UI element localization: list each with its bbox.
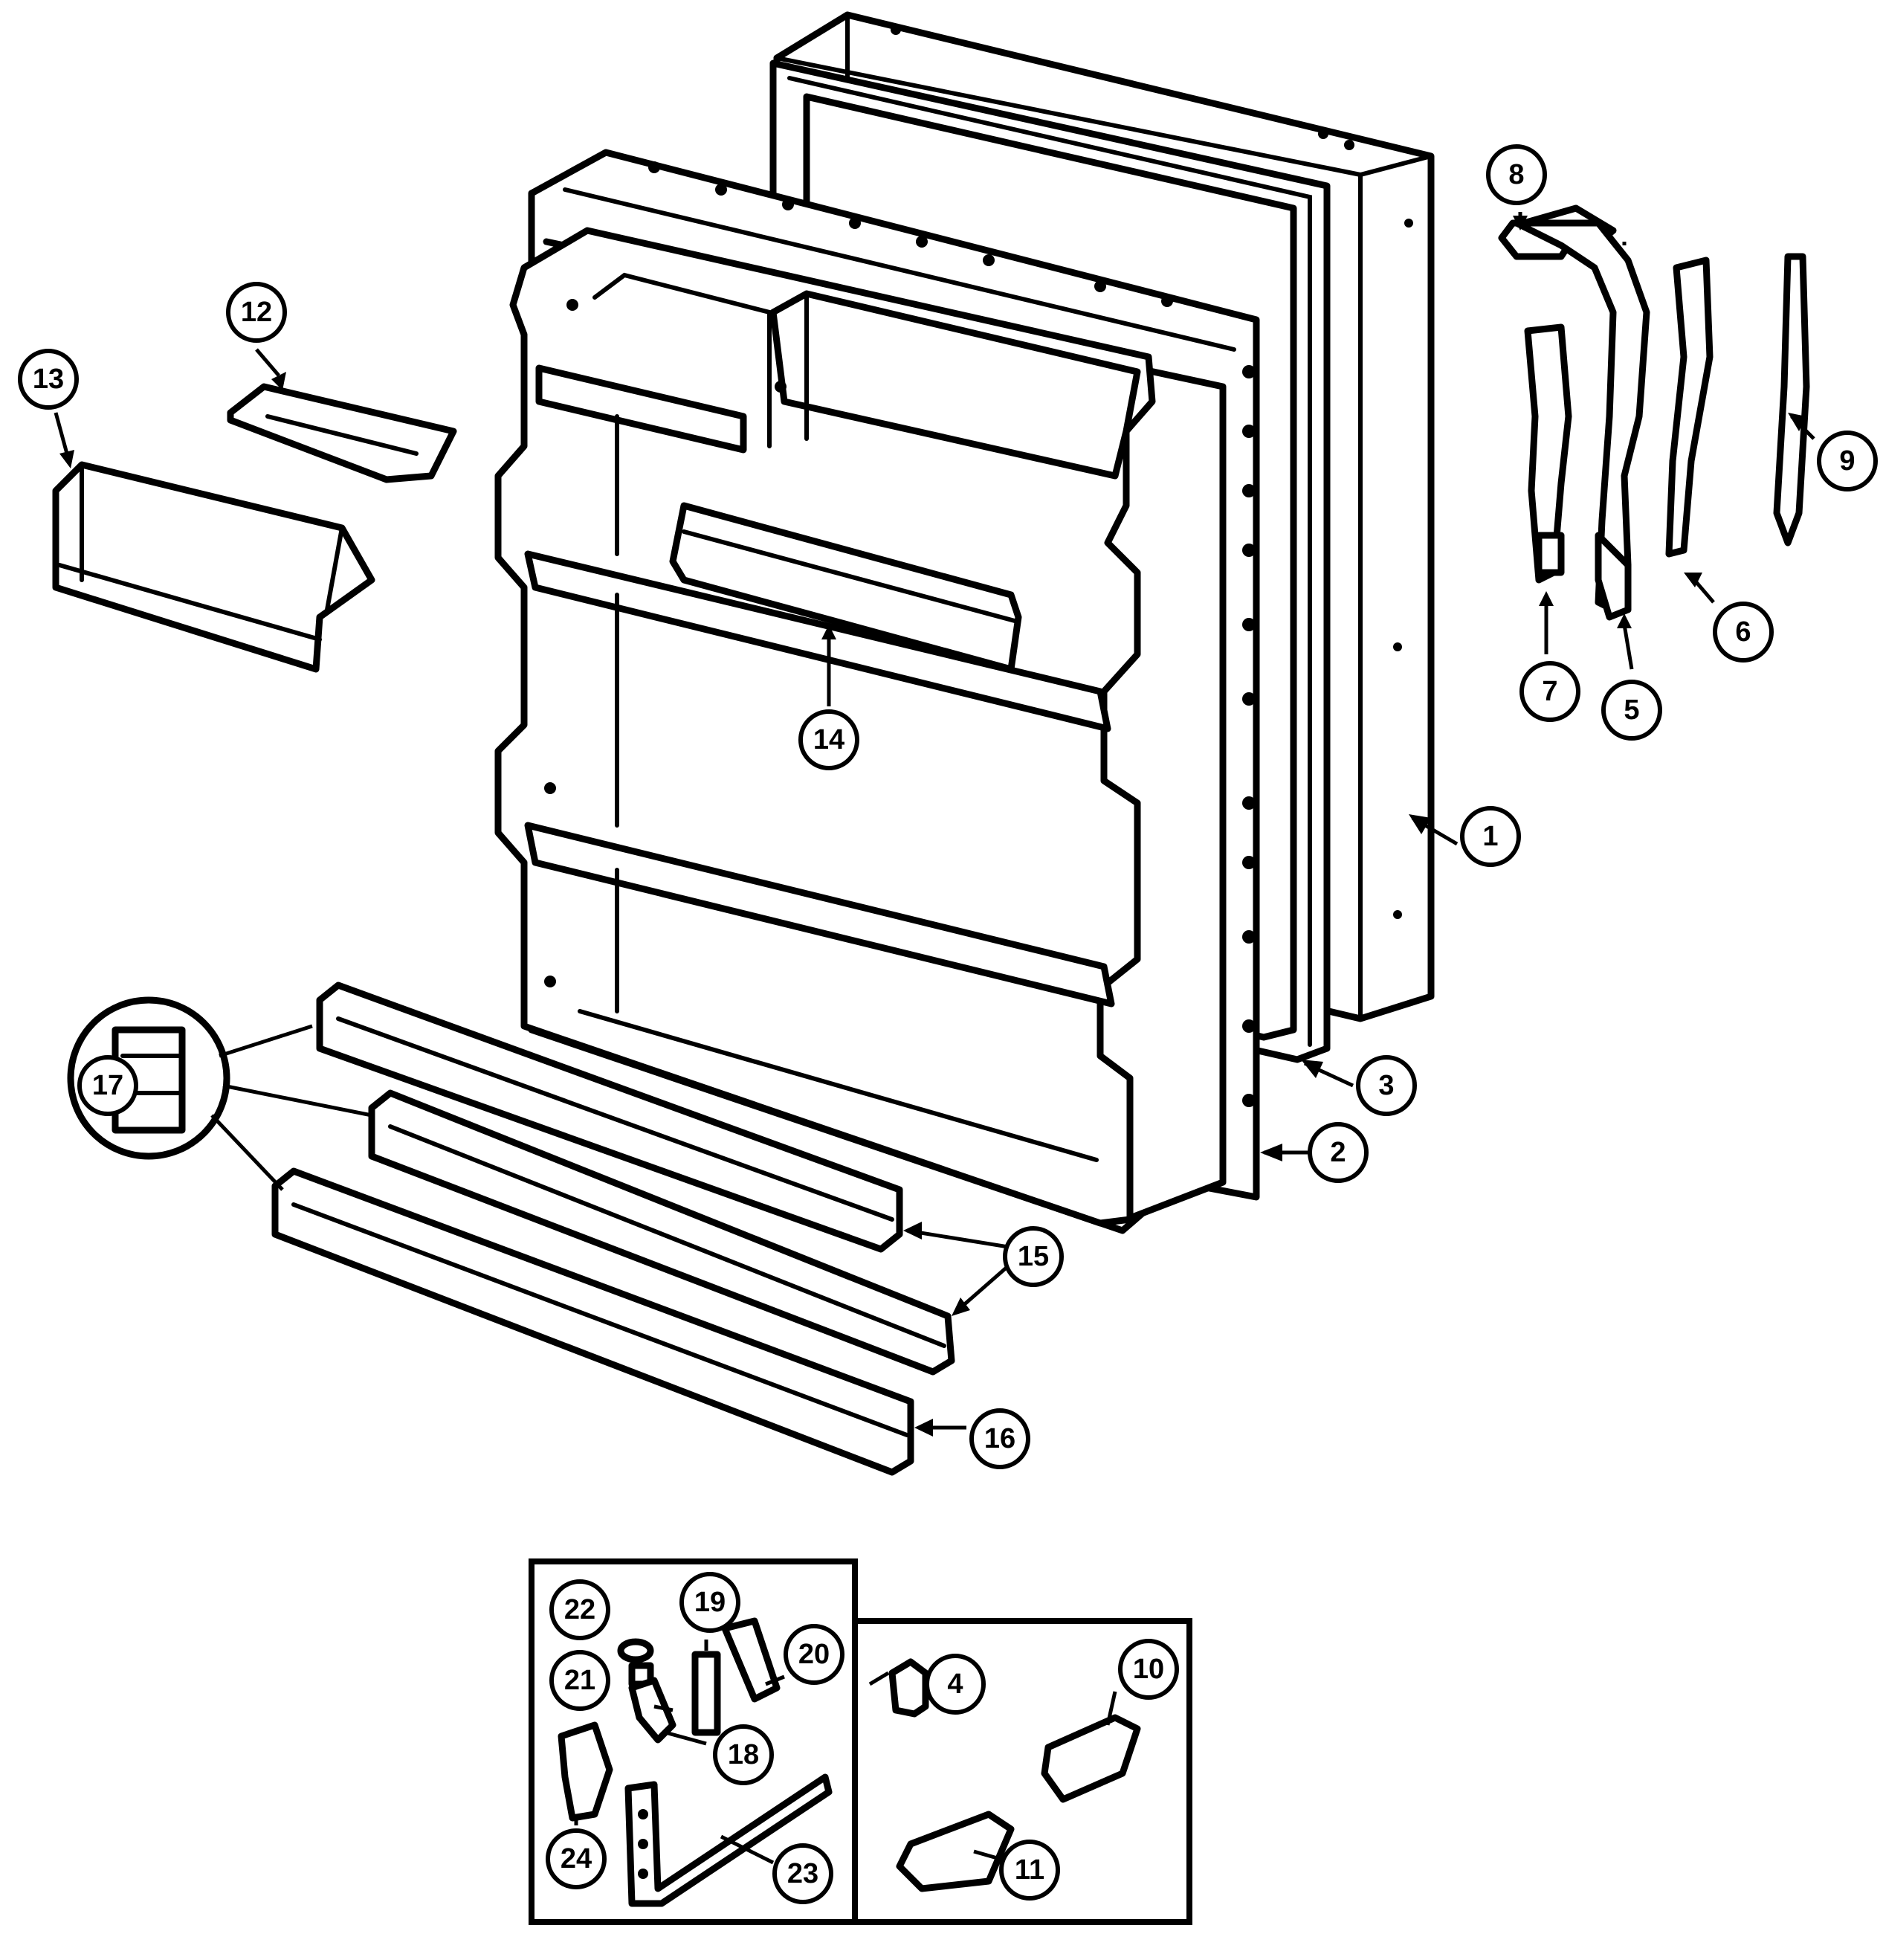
svg-text:24: 24 bbox=[561, 1843, 592, 1874]
callout-11: 11 bbox=[999, 1840, 1060, 1901]
callout-7: 7 bbox=[1519, 661, 1580, 722]
callout-21: 21 bbox=[549, 1650, 610, 1711]
svg-text:20: 20 bbox=[798, 1639, 830, 1670]
callout-24: 24 bbox=[546, 1828, 607, 1889]
svg-text:12: 12 bbox=[241, 297, 272, 328]
svg-text:9: 9 bbox=[1839, 445, 1855, 477]
door-shelf-bar-upper bbox=[316, 981, 903, 1253]
svg-text:18: 18 bbox=[728, 1739, 759, 1770]
callout-12: 12 bbox=[226, 282, 287, 343]
svg-text:10: 10 bbox=[1133, 1654, 1164, 1685]
svg-text:3: 3 bbox=[1378, 1070, 1394, 1101]
callout-2: 2 bbox=[1308, 1122, 1369, 1183]
callout-6: 6 bbox=[1713, 602, 1774, 663]
svg-text:6: 6 bbox=[1735, 616, 1751, 648]
shelf-retainer-bar bbox=[669, 502, 1022, 673]
callout-5: 5 bbox=[1601, 680, 1662, 741]
door-handle-trim bbox=[1773, 253, 1810, 547]
door-shelf-bar-middle bbox=[368, 1089, 955, 1376]
callout-16: 16 bbox=[969, 1408, 1030, 1469]
svg-text:17: 17 bbox=[92, 1070, 123, 1101]
svg-text:4: 4 bbox=[947, 1669, 963, 1700]
svg-text:8: 8 bbox=[1508, 159, 1524, 190]
svg-text:1: 1 bbox=[1482, 821, 1498, 852]
svg-text:2: 2 bbox=[1330, 1137, 1346, 1168]
svg-text:22: 22 bbox=[564, 1594, 595, 1625]
callout-1: 1 bbox=[1460, 806, 1521, 867]
callout-17: 17 bbox=[77, 1055, 138, 1116]
callout-22: 22 bbox=[549, 1579, 610, 1640]
svg-text:21: 21 bbox=[564, 1665, 595, 1696]
svg-text:11: 11 bbox=[1015, 1854, 1044, 1886]
svg-text:19: 19 bbox=[694, 1587, 726, 1618]
svg-text:16: 16 bbox=[984, 1423, 1015, 1454]
callout-3: 3 bbox=[1356, 1055, 1417, 1116]
svg-text:7: 7 bbox=[1542, 676, 1557, 707]
leader-lines bbox=[54, 212, 1815, 1865]
callout-9: 9 bbox=[1817, 431, 1878, 491]
svg-text:5: 5 bbox=[1624, 694, 1639, 726]
shelf-end-cap-detail bbox=[67, 996, 372, 1191]
svg-text:15: 15 bbox=[1018, 1241, 1049, 1272]
svg-text:14: 14 bbox=[813, 724, 844, 755]
callout-18: 18 bbox=[713, 1724, 774, 1785]
door-shelf-bar-lower bbox=[271, 1167, 914, 1476]
svg-text:13: 13 bbox=[33, 364, 64, 395]
hinge-arm bbox=[1513, 219, 1650, 621]
callout-19: 19 bbox=[679, 1572, 740, 1633]
callout-23: 23 bbox=[772, 1843, 833, 1904]
svg-text:23: 23 bbox=[787, 1858, 818, 1889]
hinge-cover-left bbox=[1524, 323, 1572, 584]
inset-hinge-hardware bbox=[529, 1558, 1192, 1925]
callout-15: 15 bbox=[1003, 1226, 1064, 1287]
dairy-compartment bbox=[52, 461, 375, 673]
dairy-door bbox=[227, 383, 457, 483]
callout-10: 10 bbox=[1118, 1639, 1179, 1700]
callout-8: 8 bbox=[1486, 144, 1547, 205]
callout-13: 13 bbox=[18, 349, 79, 410]
callout-4: 4 bbox=[925, 1654, 986, 1715]
callout-14: 14 bbox=[798, 709, 859, 770]
callout-20: 20 bbox=[784, 1624, 844, 1685]
hinge-cover-right bbox=[1665, 257, 1714, 558]
door-inner-liner bbox=[494, 149, 1260, 1234]
